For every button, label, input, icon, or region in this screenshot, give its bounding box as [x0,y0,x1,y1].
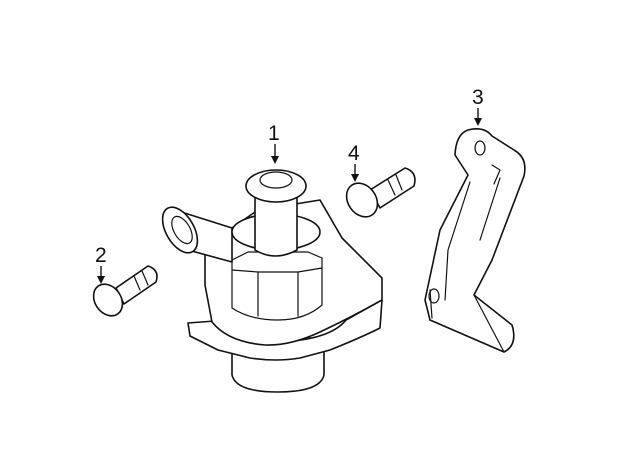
callout-label-1: 1 [268,122,280,145]
bolt-4[interactable] [340,167,416,223]
callout-label-2: 2 [95,244,107,267]
callout-3: 3 [472,86,484,126]
callout-1: 1 [268,122,280,164]
arrow-down-icon [351,174,359,182]
arrow-down-icon [271,156,279,164]
callout-label-4: 4 [348,142,360,165]
arrow-down-icon [97,276,105,284]
callout-label-3: 3 [472,86,484,109]
mounting-bracket[interactable] [424,128,526,353]
arrow-down-icon [474,118,482,126]
callout-4: 4 [348,142,360,182]
callout-2: 2 [95,244,107,284]
pump-assembly[interactable] [155,169,383,393]
bolt-2[interactable] [88,265,158,321]
